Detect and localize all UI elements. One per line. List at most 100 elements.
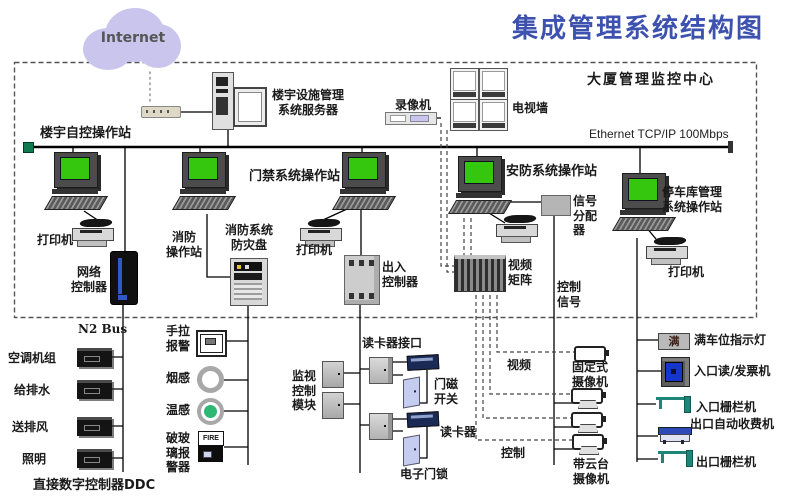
entry-barrier-label: 入口栅栏机 [696, 400, 757, 414]
full-light-icon: 满 [658, 333, 690, 350]
tv-wall-monitor [450, 99, 479, 131]
pull-station-icon [196, 330, 227, 357]
tv-wall-label: 电视墙 [512, 101, 549, 115]
ddc-label: 直接数字控制器DDC [33, 478, 156, 493]
video-recorder-icon [385, 112, 437, 125]
workstation-parking [610, 173, 677, 233]
toll-machine-icon [658, 427, 692, 444]
control-signal-label: 控制 信号 [557, 280, 582, 309]
tv-wall-monitor [450, 68, 479, 100]
signal-distributor-icon [541, 195, 571, 216]
smoke-detector-label: 烟感 [166, 371, 191, 385]
bus-start-node [23, 142, 34, 153]
smoke-detector-icon [197, 366, 224, 393]
video-label: 视频 [507, 358, 532, 372]
fixed-camera-label: 固定式 摄像机 [571, 360, 608, 389]
exit-barrier-label: 出口栅栏机 [696, 455, 757, 469]
monitor-screen [348, 157, 378, 180]
load-label-water: 给排水 [14, 383, 51, 397]
dashed-video-links [440, 123, 574, 441]
workstation-security [446, 156, 513, 216]
printer-icon [72, 219, 116, 247]
entry-barrier-icon [656, 396, 692, 413]
signal-distributor-label: 信号 分配 器 [573, 194, 598, 238]
monitor-screen [60, 157, 90, 180]
glass-break-label: 破玻 璃报 警器 [166, 431, 191, 475]
heat-detector-icon [197, 398, 224, 425]
ptz-camera-base [579, 446, 599, 455]
exit-barrier-icon [658, 450, 694, 467]
ddc-box-air [77, 417, 112, 436]
heat-detector-label: 温感 [166, 403, 191, 417]
glass-break-icon: FIRE [198, 431, 224, 463]
electronic-lock-icon [403, 376, 420, 409]
control-label: 控制 [501, 446, 526, 460]
printer-icon [646, 237, 690, 265]
monitor-module-icon [322, 361, 344, 388]
fire-text: FIRE [198, 431, 224, 446]
tv-wall-monitor [479, 99, 508, 131]
card-reader-icon [406, 354, 440, 371]
printer-label: 打印机 [668, 265, 705, 279]
load-label-air: 送排风 [12, 420, 49, 434]
internet-label: Internet [100, 30, 166, 46]
ptz-camera-label: 带云台 摄像机 [572, 457, 609, 486]
n2-bus-label: N2 Bus [78, 322, 128, 336]
ticket-machine-label: 入口读/发票机 [694, 364, 771, 378]
video-matrix-label: 视频 矩阵 [508, 258, 533, 287]
monitor-screen [628, 178, 658, 201]
keyboard [448, 200, 513, 214]
ptz-camera-base [578, 400, 598, 409]
keyboard [172, 196, 237, 210]
server-monitor-icon [233, 87, 267, 127]
monitor-screen [464, 161, 494, 184]
electronic-lock-icon [403, 434, 420, 467]
network-controller-icon [110, 251, 138, 305]
fire-panel-label: 消防系统 防灾盘 [224, 223, 273, 252]
monitor-module-label: 监视 控制 模块 [292, 369, 317, 413]
load-label-light: 照明 [22, 452, 47, 466]
workstation-access [330, 152, 397, 212]
monitor-center-dashed-border [13, 61, 758, 319]
recorder-label: 录像机 [395, 98, 432, 112]
fixed-camera-icon [574, 346, 609, 362]
video-matrix-icon [454, 255, 506, 292]
reader-interface-icon [369, 357, 393, 384]
internet-cloud: Internet [83, 8, 183, 72]
ddc-box-light [77, 449, 112, 468]
ethernet-label: Ethernet TCP/IP 100Mbps [589, 127, 729, 141]
exit-toll-label: 出口自动收费机 [690, 417, 775, 431]
monitor-module-icon [322, 392, 344, 419]
pull-alarm-label: 手拉 报警 [166, 324, 191, 353]
workstation-fire [170, 152, 237, 212]
fire-panel-icon [230, 258, 268, 306]
network-controller-label: 网络 控制器 [70, 265, 107, 294]
monitor-center-label: 大厦管理监控中心 [587, 72, 715, 88]
entry-controller-label: 出入 控制器 [382, 260, 419, 289]
page-title: 集成管理系统结构图 [512, 14, 765, 43]
bus-end-cap [728, 141, 733, 153]
ddc-box-hvac [77, 348, 112, 367]
printer-icon [300, 219, 344, 247]
access-station-label: 门禁系统操作站 [249, 169, 341, 184]
load-label-hvac: 空调机组 [8, 351, 57, 365]
tv-wall-monitor [479, 68, 508, 100]
printer-label: 打印机 [296, 243, 333, 257]
keyboard [612, 217, 677, 231]
reader-interface-icon [369, 413, 393, 440]
keyboard [332, 196, 397, 210]
ptz-camera-base [578, 424, 598, 433]
reader-interface-label: 读卡器接口 [362, 336, 423, 350]
workstation-bas [42, 152, 109, 212]
bas-station-label: 楼宇自控操作站 [40, 126, 132, 141]
full-light-label: 满车位指示灯 [694, 333, 767, 347]
electronic-lock-label: 电子门锁 [400, 467, 449, 481]
card-reader-label: 读卡器 [440, 425, 477, 439]
fire-station-label: 消防 操作站 [165, 230, 202, 259]
printer-label: 打印机 [37, 233, 74, 247]
parking-station-label: 停车库管理 系统操作站 [662, 185, 723, 214]
security-station-label: 安防系统操作站 [506, 164, 598, 179]
server-tower-icon [212, 72, 234, 130]
server-label: 楼宇设施管理 系统服务器 [271, 88, 344, 117]
